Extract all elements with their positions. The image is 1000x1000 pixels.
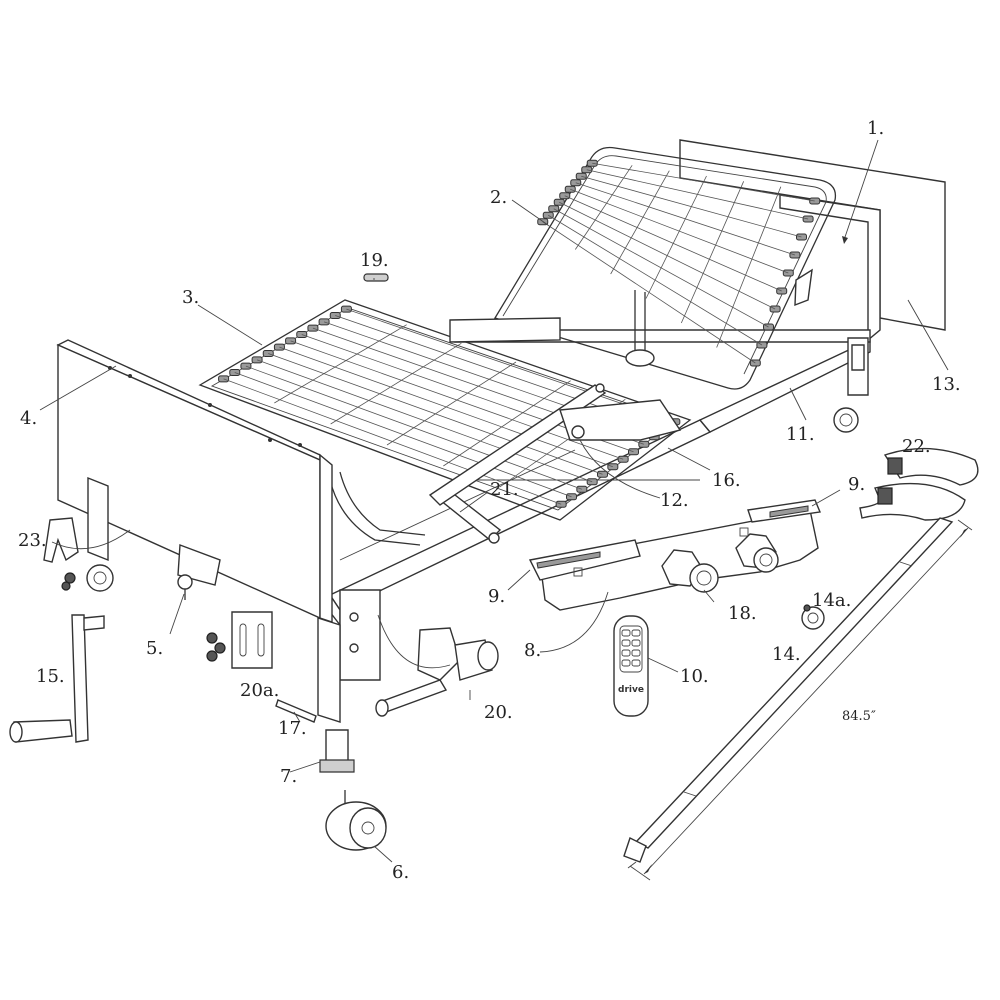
screw-hole	[298, 443, 302, 447]
label-20: 20.	[484, 702, 513, 723]
part-17-pin	[275, 699, 317, 723]
label-3: 3.	[182, 287, 199, 308]
label-18: 18.	[728, 603, 757, 624]
label-14a: 14a.	[812, 590, 851, 611]
label-15: 15.	[36, 666, 65, 687]
part-5-caster-stem	[177, 574, 193, 600]
part-7-caster-socket	[319, 729, 355, 773]
remote-brand-logo: drive	[618, 685, 644, 695]
label-17: 17.	[278, 718, 307, 739]
cross-wire	[443, 380, 571, 467]
spring-coil	[251, 356, 263, 364]
part-19-bolt	[363, 273, 389, 282]
label-9-left: 9.	[488, 586, 505, 607]
cross-wire	[274, 324, 407, 404]
part-20-drive-coupling	[375, 627, 499, 717]
part-6-caster-wheel	[325, 790, 387, 851]
screw-hole	[268, 438, 272, 442]
label-7: 7.	[280, 766, 297, 787]
part-14-drive-shaft	[623, 517, 954, 869]
leader-lines	[39, 139, 949, 863]
head-board-panel	[679, 139, 946, 342]
label-11: 11.	[786, 424, 815, 445]
part-20a-mount-plate	[206, 611, 273, 669]
label-22: 22.	[902, 436, 931, 457]
cross-wire	[716, 186, 782, 348]
cross-wire	[645, 175, 707, 299]
cross-wire	[610, 170, 670, 275]
label-13: 13.	[932, 374, 961, 395]
label-16: 16.	[712, 470, 741, 491]
part-22-straps	[859, 447, 979, 521]
part-14a-end-cap	[801, 604, 825, 630]
label-1: 1.	[867, 118, 884, 139]
screw-hole	[208, 403, 212, 407]
dimension-label: 84.5″	[842, 709, 876, 724]
part-15-hand-crank	[9, 614, 105, 743]
label-2: 2.	[490, 187, 507, 208]
foot-spring-deck	[198, 299, 692, 546]
label-6: 6.	[392, 862, 409, 883]
shaft-length-dimension	[629, 519, 973, 881]
label-10: 10.	[680, 666, 709, 687]
label-4: 4.	[20, 408, 37, 429]
cross-wire	[575, 165, 633, 250]
head-spring-deck	[494, 146, 837, 390]
label-21: 21.	[490, 479, 519, 500]
cross-wire	[386, 361, 517, 446]
label-5: 5.	[146, 638, 163, 659]
part-23-clip	[43, 517, 79, 591]
label-20a: 20a.	[240, 680, 279, 701]
label-14: 14.	[772, 644, 801, 665]
label-12: 12.	[660, 490, 689, 511]
part-10-hand-remote: drive	[613, 615, 649, 717]
label-8: 8.	[524, 640, 541, 661]
part-18-motor-caps	[661, 533, 779, 593]
label-19: 19.	[360, 250, 389, 271]
foot-board	[56, 339, 341, 723]
label-9-right: 9.	[848, 474, 865, 495]
cross-wire	[330, 342, 462, 425]
screw-hole	[128, 374, 132, 378]
part-labels: 1. 2. 3. 4. 5. 6. 7. 8. 9. 9. 10. 11. 12…	[18, 118, 961, 883]
label-23: 23.	[18, 530, 47, 551]
cross-wire	[680, 181, 745, 324]
